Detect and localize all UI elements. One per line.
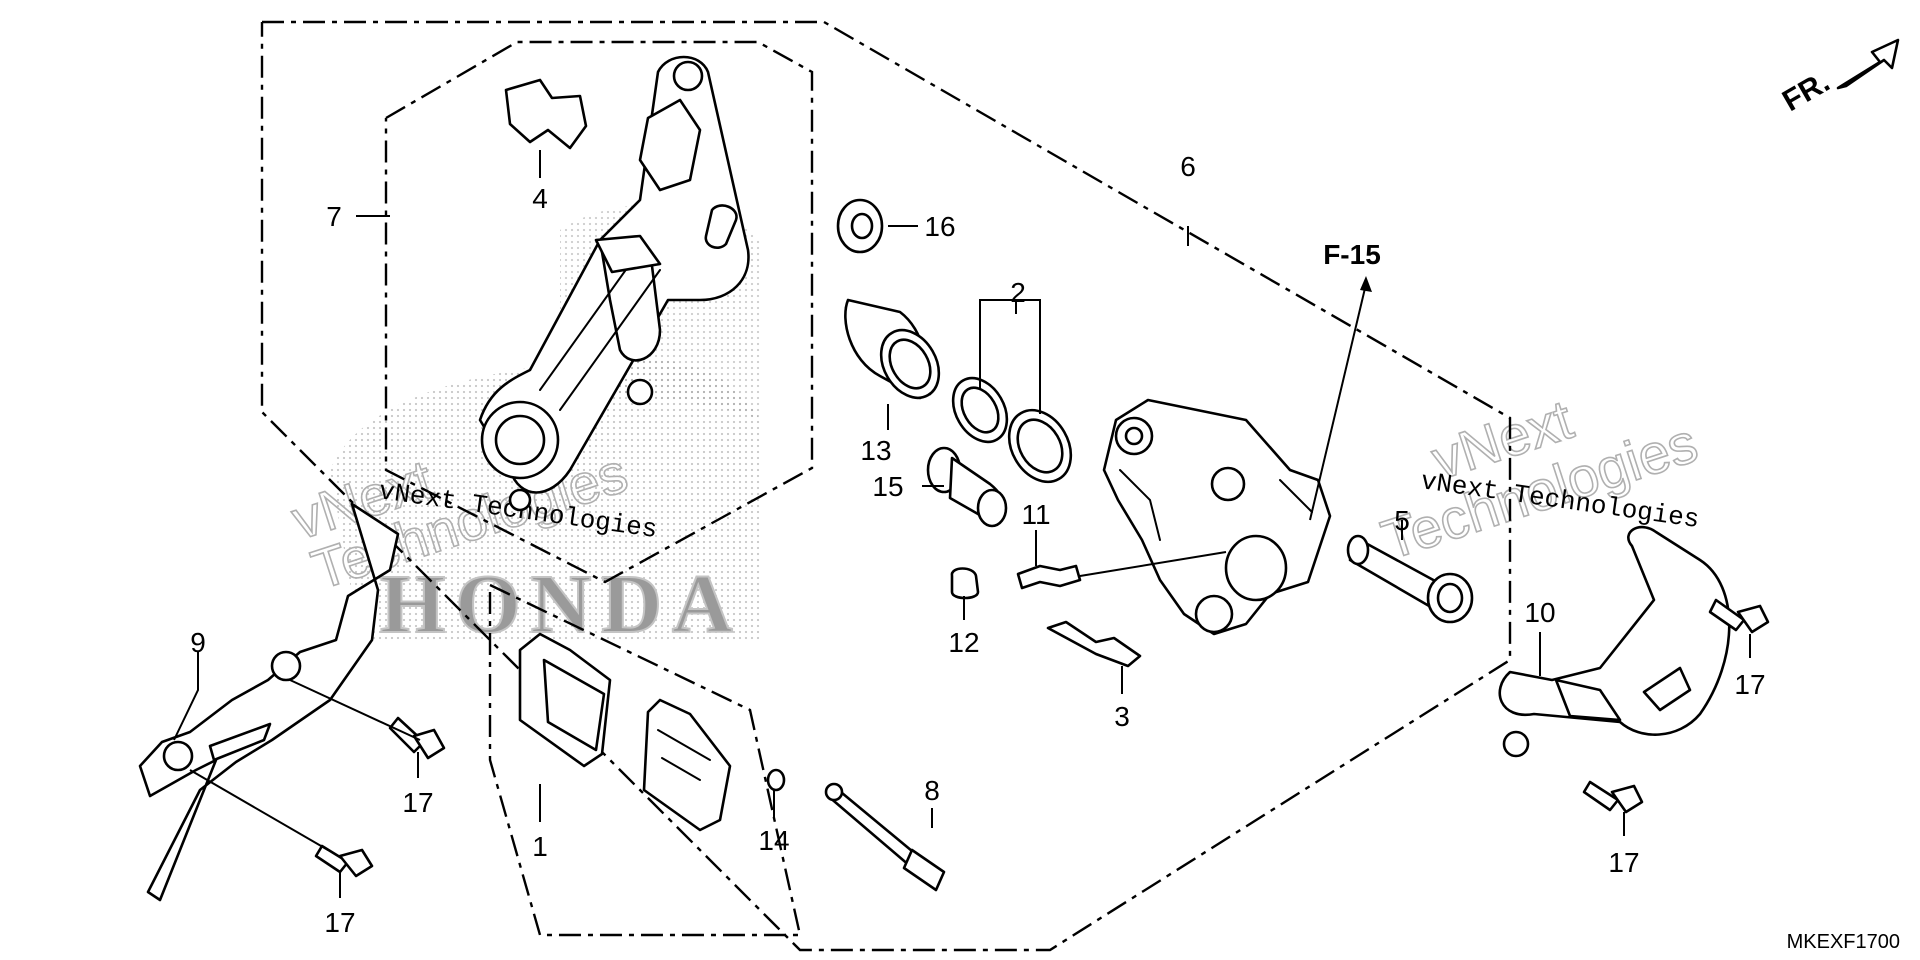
pad-spring [504, 78, 588, 150]
front-arrow-icon [1836, 38, 1900, 90]
slide-pin-bolt [1346, 534, 1474, 624]
reference-f15: F-15 [1323, 239, 1381, 270]
guard-slot [208, 722, 272, 762]
assembly-boundary-bracket [384, 40, 814, 584]
assembly-boundary-pads [488, 583, 802, 937]
watermark-brand: HONDA [380, 558, 743, 651]
callout-17-left-lower: 17 [324, 907, 355, 938]
caliper-bracket [478, 55, 750, 512]
callout-12: 12 [948, 627, 979, 658]
boot-seal [836, 198, 884, 254]
watermark-stipple-left [330, 358, 760, 640]
callout-3: 3 [1114, 701, 1130, 732]
callout-17-right-lower: 17 [1608, 847, 1639, 878]
caliper-piston [844, 298, 941, 400]
pad-shim [1046, 620, 1142, 668]
callout-2: 2 [1010, 277, 1026, 308]
callout-6: 6 [1180, 151, 1196, 182]
bracket-lower-hole [494, 414, 546, 466]
callout-14: 14 [758, 825, 789, 856]
front-direction-indicator: FR. [1777, 38, 1900, 118]
callout-17-right-upper: 17 [1734, 669, 1765, 700]
callout-9: 9 [190, 627, 206, 658]
bracket-edge-2 [559, 269, 661, 411]
callout-5: 5 [1394, 505, 1410, 536]
flange-bolt-3 [1708, 598, 1770, 634]
pad-pin [824, 782, 946, 892]
callout-1: 1 [532, 831, 548, 862]
bracket-pivot-hole [672, 60, 704, 92]
callout-17-left-upper: 17 [402, 787, 433, 818]
piston-seal-set [951, 376, 1073, 484]
diagram-code: MKEXF1700 [1787, 931, 1900, 953]
bleeder-valve [1016, 564, 1082, 590]
callout-10: 10 [1524, 597, 1555, 628]
bracket-edge-1 [539, 249, 641, 391]
callout-13: 13 [860, 435, 891, 466]
callout-4: 4 [532, 183, 548, 214]
pad-pin-clip [766, 768, 786, 792]
bracket-bolt-hole [626, 378, 654, 406]
bracket-pin-boot [594, 234, 662, 274]
bracket-slot [704, 204, 738, 249]
bleeder-cap [950, 567, 980, 600]
bracket-upper-block [638, 98, 702, 192]
bracket-bottom-pin [508, 488, 532, 512]
rear-guard-plate [1498, 525, 1731, 758]
assembly-boundary-caliper [260, 20, 1512, 952]
callout-16: 16 [924, 211, 955, 242]
flange-bolt-4 [1582, 780, 1644, 814]
callout-8: 8 [924, 775, 940, 806]
slide-bushing [926, 446, 1008, 528]
caliper-guard [138, 502, 400, 902]
guard-bolt-hole-upper [270, 650, 302, 682]
callout-15: 15 [872, 471, 903, 502]
rear-guard-bolt-hole [1502, 730, 1530, 758]
callout-11: 11 [1021, 499, 1050, 530]
callout-7: 7 [326, 201, 342, 232]
caliper-body [1102, 398, 1332, 636]
leader-lines [173, 150, 1751, 898]
brake-pad-set [518, 632, 732, 832]
flange-bolt-2 [314, 844, 374, 878]
guard-bolt-hole-lower [162, 740, 194, 772]
front-direction-label: FR. [1777, 65, 1835, 118]
